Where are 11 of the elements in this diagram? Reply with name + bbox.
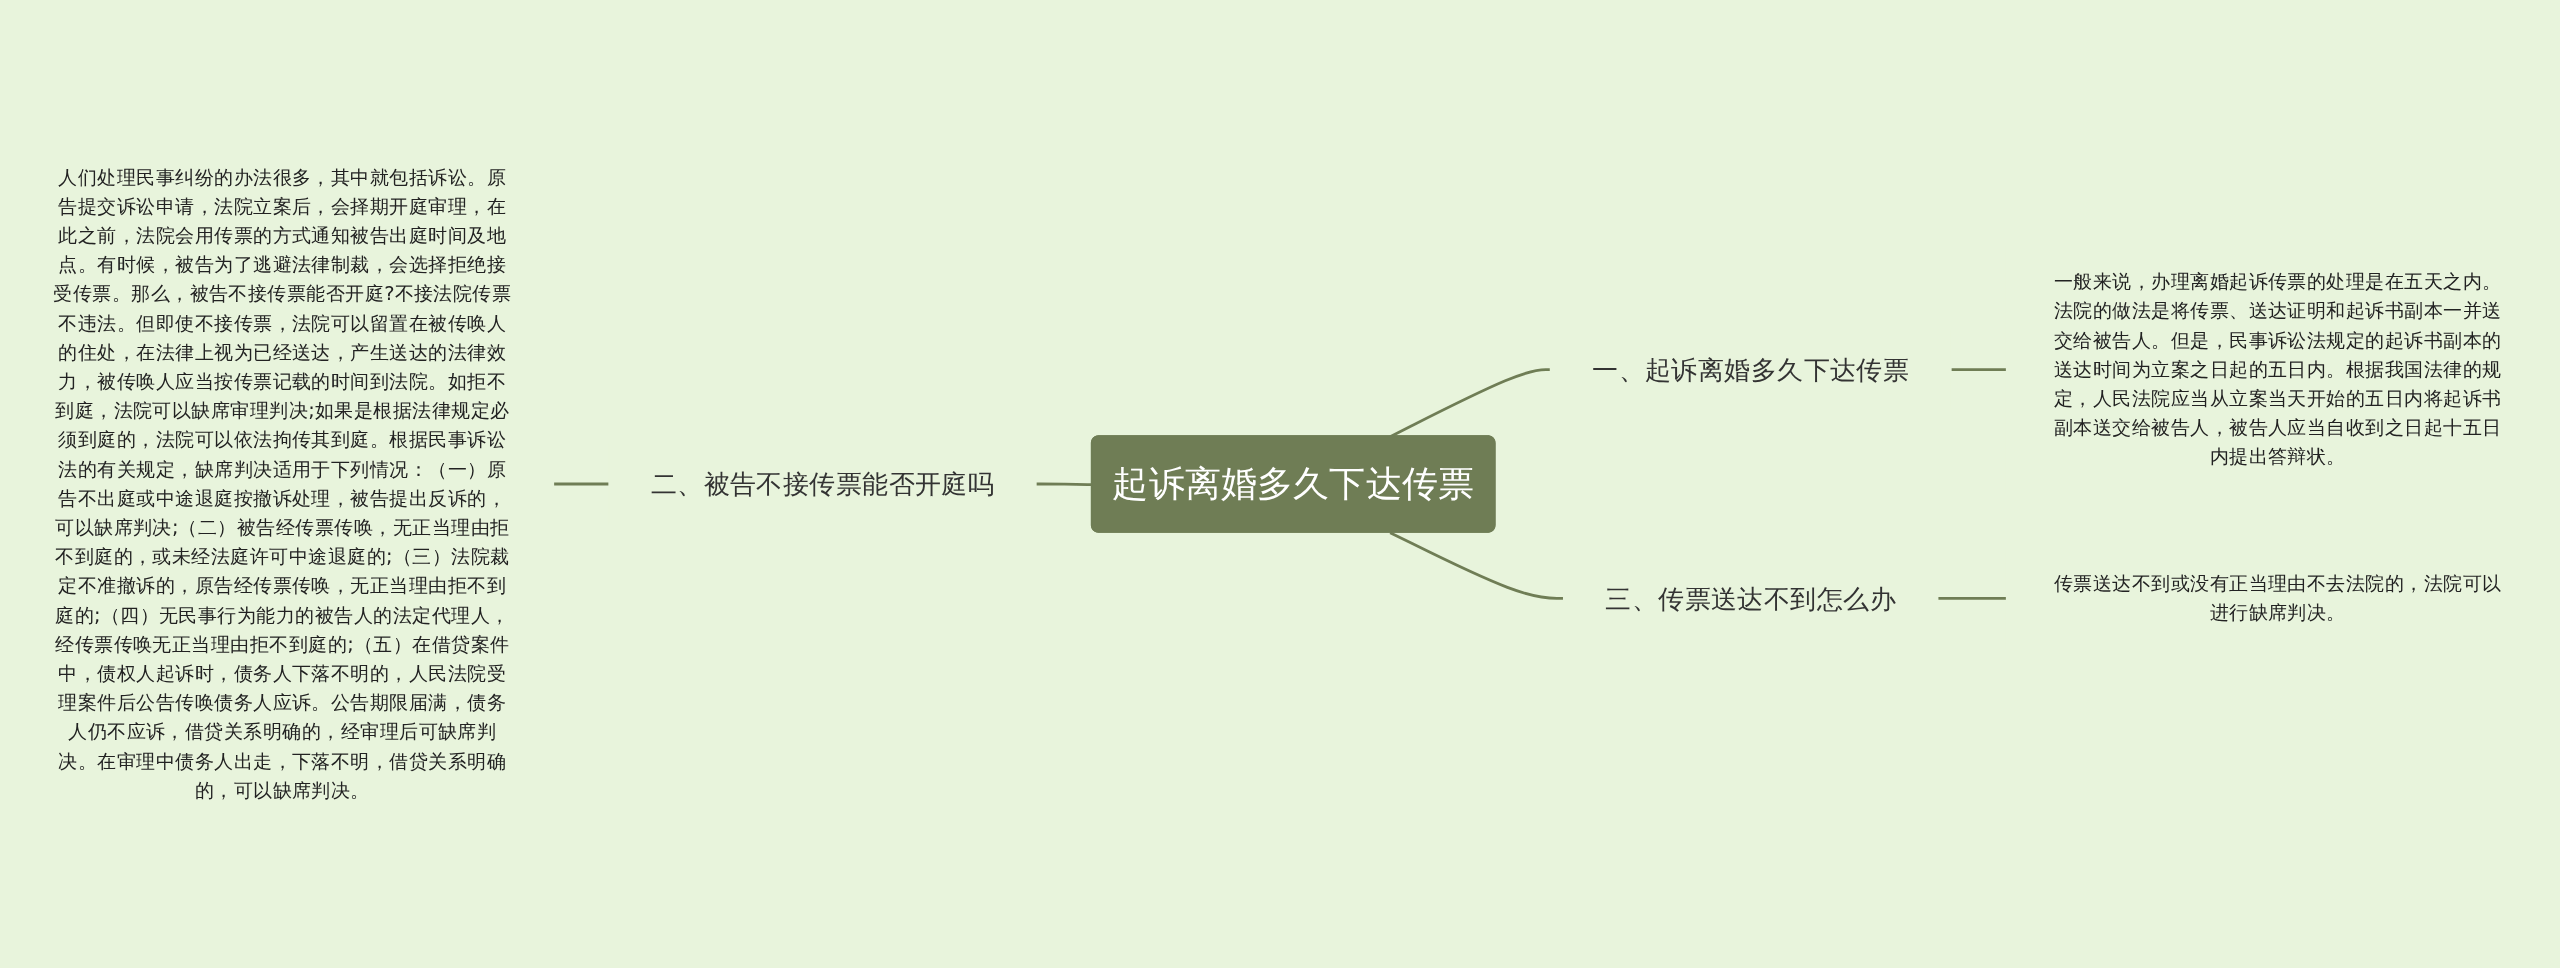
node-text: 人们处理民事纠纷的办法很多，其中就包括诉讼。原告提交诉讼申请，法院立案后，会择期开庭审理，在此之前，法院会用传票的方式通知被告出庭时间及地点。有时候，被告为了逃避法律制裁，会选择拒绝接受传票。那么，被告不接传票能否开庭?不接法院传票不违法。但即使不接传票，法院可以留置在被传唤人的住处，在法律上视为已经送达，产生送达的法律效力，被传唤人应当按传票记载的时间到法院。如拒不到庭，法院可以缺席审理判决;如果是根据法律规定必须到庭的，法院可以依法拘传其到庭。根据民事诉讼法的有关规定，缺席判决适用于下列情况：（一）原告不出庭或中途退庭按撤诉处理，被告提出反诉的，可以缺席判决;（二）被告经传票传唤，无正当理由拒不到庭的，或未经法庭许可中途退庭的;（三）法院裁定不准撤诉的，原告经传票传唤，无正当理由拒不到庭的;（四）无民事行为能力的被告人的法定代理人，经传票传唤无正当理由拒不到庭的;（五）在借贷案件中，债权人起诉时，债务人下落不明的，人民法院受理案件后公告传唤债务人应诉。公告期限届满，债务人仍不应诉，借贷关系明确的，经审理后可缺席判决。在审理中债务人出走，下落不明，借贷关系明确的，可以缺席判决。 bbox=[53, 165, 512, 802]
node-text: 传票送达不到或没有正当理由不去法院的，法院可以进行缺席判决。 bbox=[2053, 571, 2502, 624]
connector bbox=[1389, 368, 1551, 438]
connector bbox=[1937, 597, 2007, 600]
node-text: 一、起诉离婚多久下达传票 bbox=[1592, 353, 1910, 385]
connector bbox=[1389, 531, 1564, 600]
node-text: 一般来说，办理离婚起诉传票的处理是在五天之内。法院的做法是将传票、送达证明和起诉书副本一并送交给被告人。但是，民事诉讼法规定的起诉书副本的送达时间为立案之日起的五日内。根据我国法律的规定，人民法院应当从立案当天开始的五日内将起诉书副本送交给被告人，被告人应当自收到之日起十五日内提出答辩状。 bbox=[2053, 270, 2502, 468]
connector bbox=[1950, 368, 2007, 371]
node-text: 三、传票送达不到怎么办 bbox=[1605, 582, 1897, 614]
connector bbox=[553, 482, 610, 486]
node-text: 二、被告不接传票能否开庭吗 bbox=[650, 468, 995, 499]
